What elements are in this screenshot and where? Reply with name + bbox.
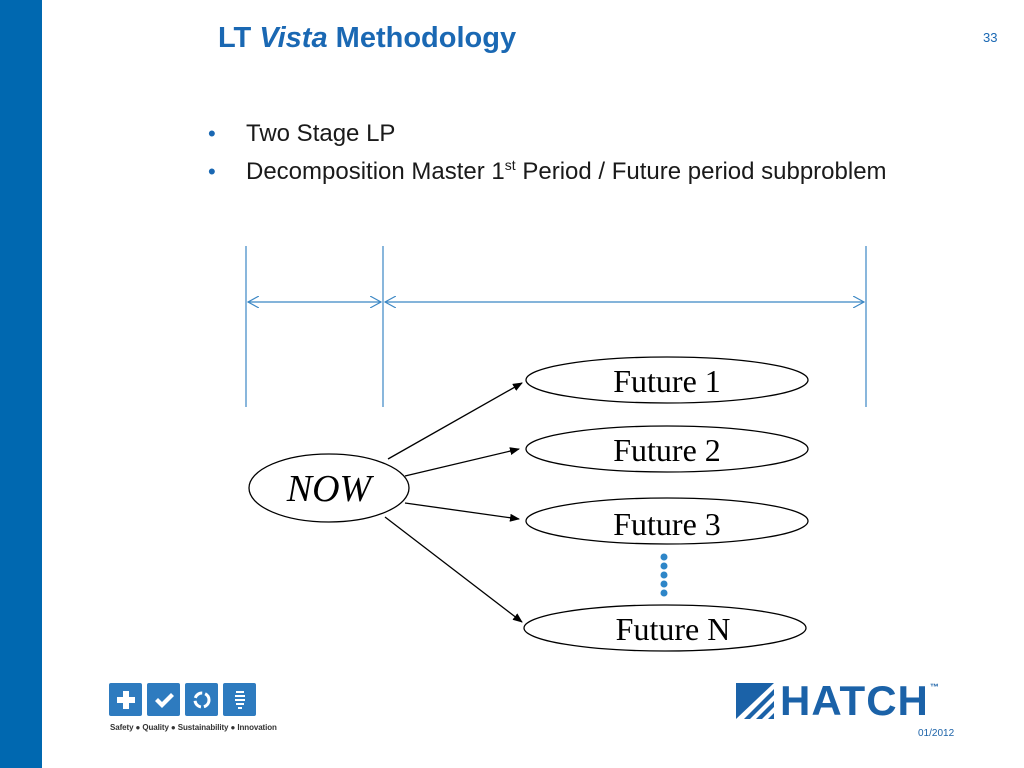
now-node (248, 453, 410, 523)
title-suffix: Methodology (335, 22, 517, 54)
future-node-label: Future 2 (613, 432, 721, 468)
continuation-dots (660, 553, 668, 597)
bullet-text-after: Period / Future period subproblem (515, 158, 887, 185)
bullet-item: • Decomposition Master 1st Period / Futu… (208, 156, 908, 188)
bullet-text-before: Decomposition Master 1 (246, 158, 505, 185)
now-node-label: NOW (286, 468, 375, 510)
branch-arrow (404, 447, 520, 477)
hatch-mark-icon (736, 683, 774, 719)
title-italic: Vista (259, 22, 328, 54)
future-node-label: Future 1 (613, 363, 721, 399)
bullet-list: • Two Stage LP • Decomposition Master 1s… (208, 118, 908, 194)
branch-arrow (404, 502, 520, 522)
values-badges (109, 683, 256, 716)
hatch-logo: HATCH ™ (736, 680, 939, 722)
future-node (525, 425, 809, 473)
slide-title: LT Vista Methodology (218, 22, 516, 55)
trademark-symbol: ™ (929, 682, 939, 692)
recycle-icon (185, 683, 218, 716)
future-node (525, 497, 809, 545)
left-accent-bar (0, 0, 42, 768)
bullet-superscript: st (504, 157, 516, 173)
future-node-label: Future N (616, 611, 731, 647)
plus-icon (109, 683, 142, 716)
future-node-label: Future 3 (613, 506, 721, 542)
hatch-wordmark: HATCH (780, 677, 929, 724)
future-node (523, 604, 807, 652)
values-caption: Safety ● Quality ● Sustainability ● Inno… (110, 723, 277, 732)
bullet-dot: • (208, 121, 216, 146)
slide-number: 33 (983, 30, 998, 45)
bullet-dot: • (208, 159, 216, 184)
bullet-item: • Two Stage LP (208, 118, 908, 150)
footer-date: 01/2012 (918, 728, 955, 739)
branch-arrow (384, 516, 523, 623)
future-node (525, 356, 809, 404)
check-icon (147, 683, 180, 716)
bullet-text: Two Stage LP (246, 120, 396, 147)
branch-arrow (387, 382, 523, 460)
lightbulb-icon (223, 683, 256, 716)
title-prefix: LT (218, 22, 252, 54)
